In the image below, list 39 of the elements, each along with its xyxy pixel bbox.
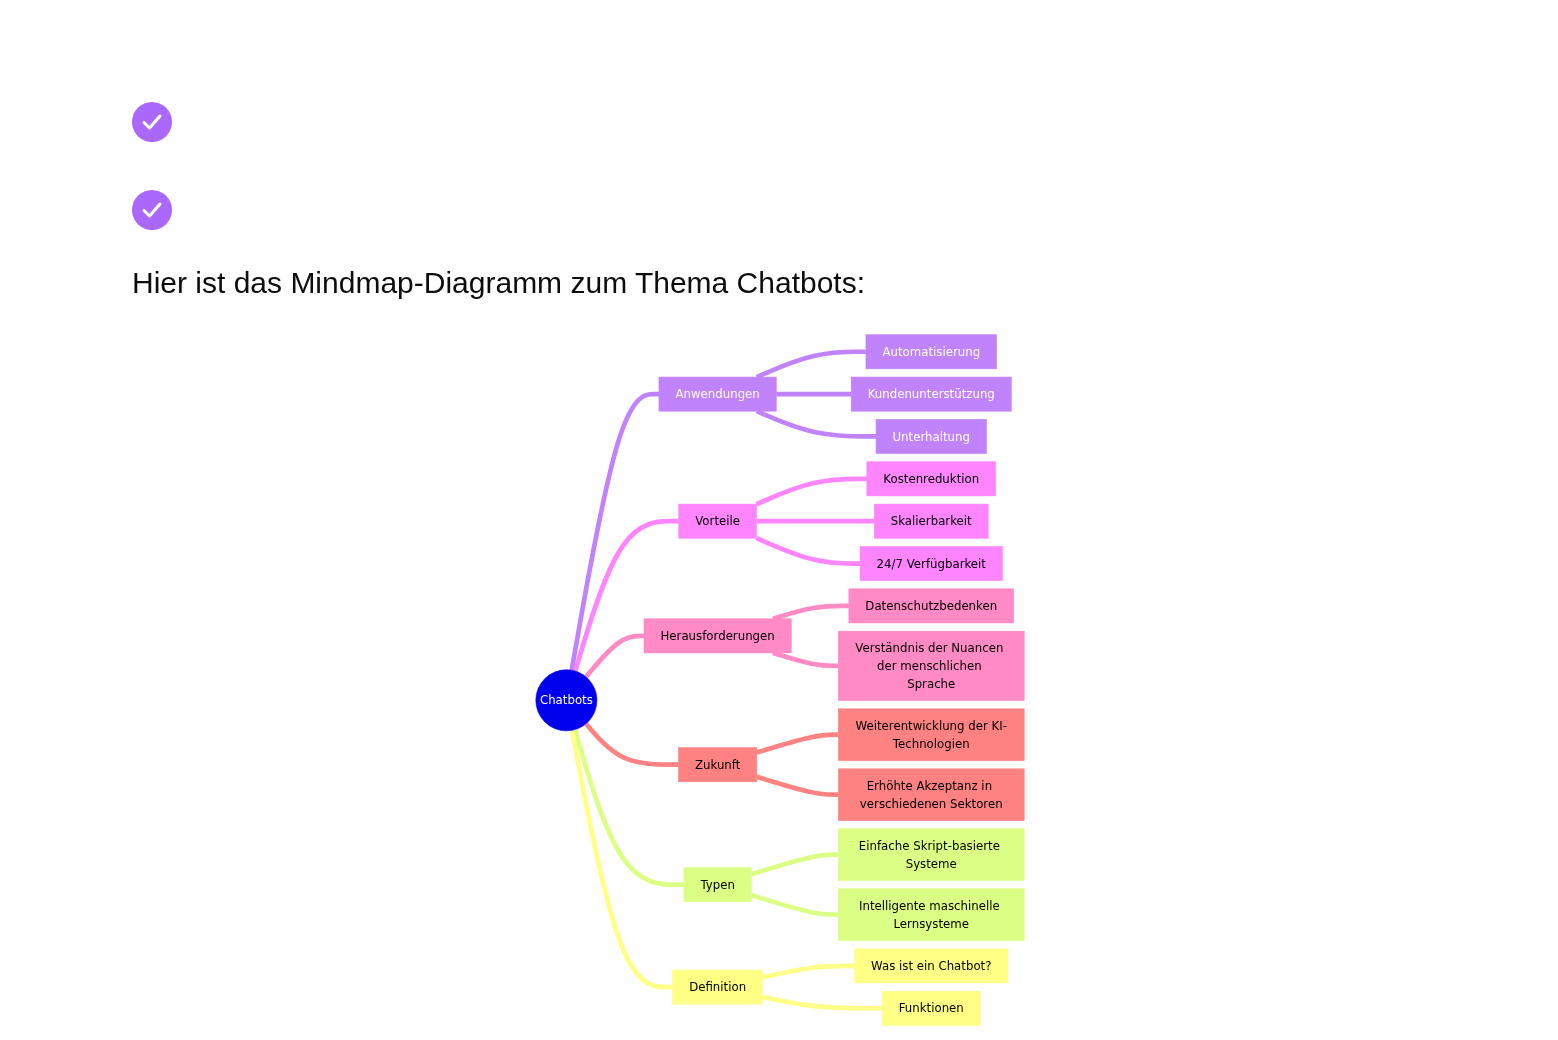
connector [750,892,839,918]
node-box [838,630,1025,701]
node-box [866,461,996,497]
node-box [658,376,777,412]
connector [584,633,644,679]
node-box [859,546,1003,581]
node-box [683,867,752,903]
connector [762,994,883,1011]
connector [750,852,839,877]
connector [756,774,839,798]
node-box [881,990,981,1026]
node-box [643,618,792,654]
connector [755,476,867,507]
node-box [838,708,1025,761]
node-box [678,747,758,783]
connector [569,729,673,990]
connector [572,518,679,672]
node-circle [535,669,598,732]
node-box [874,503,989,539]
node-box [838,888,1025,941]
node-box [875,419,987,454]
node-box [838,768,1025,821]
connector [755,535,861,566]
node-box [848,588,1014,624]
connector [572,728,684,888]
node-box [854,948,1009,984]
node-box [678,503,757,539]
connector [776,391,852,397]
node-box [838,828,1025,881]
connector [756,518,875,524]
node-box [865,334,997,370]
node-box [850,376,1012,412]
mindmap-diagram: Chatbots Anwendungen Automatisierung Kundenunterstützung Unterhaltung Vorteile Kostenreduktion Skalierbarkeit 24/7 Verfügbarkeit Herausforderungen Datenschutzbedenken Verständnis der Nuancen der menschlichen Sprache Zukunft Weiterentwicklung der KI-Technologien Erhöhte Akzeptanz in verschiedenen Sektoren Typen Einfache Skript-basierte Systeme Intelligente maschinelle Lernsysteme Definition Was ist ein Chatbot? Funktionen [60,330,1500,1030]
connector [584,722,679,768]
intro-text: Hier ist das Mindmap-Diagramm zum Thema Chatbots: [132,266,866,300]
connector [569,391,659,671]
connector [762,963,855,980]
node-box [672,969,763,1005]
connector [756,732,839,755]
